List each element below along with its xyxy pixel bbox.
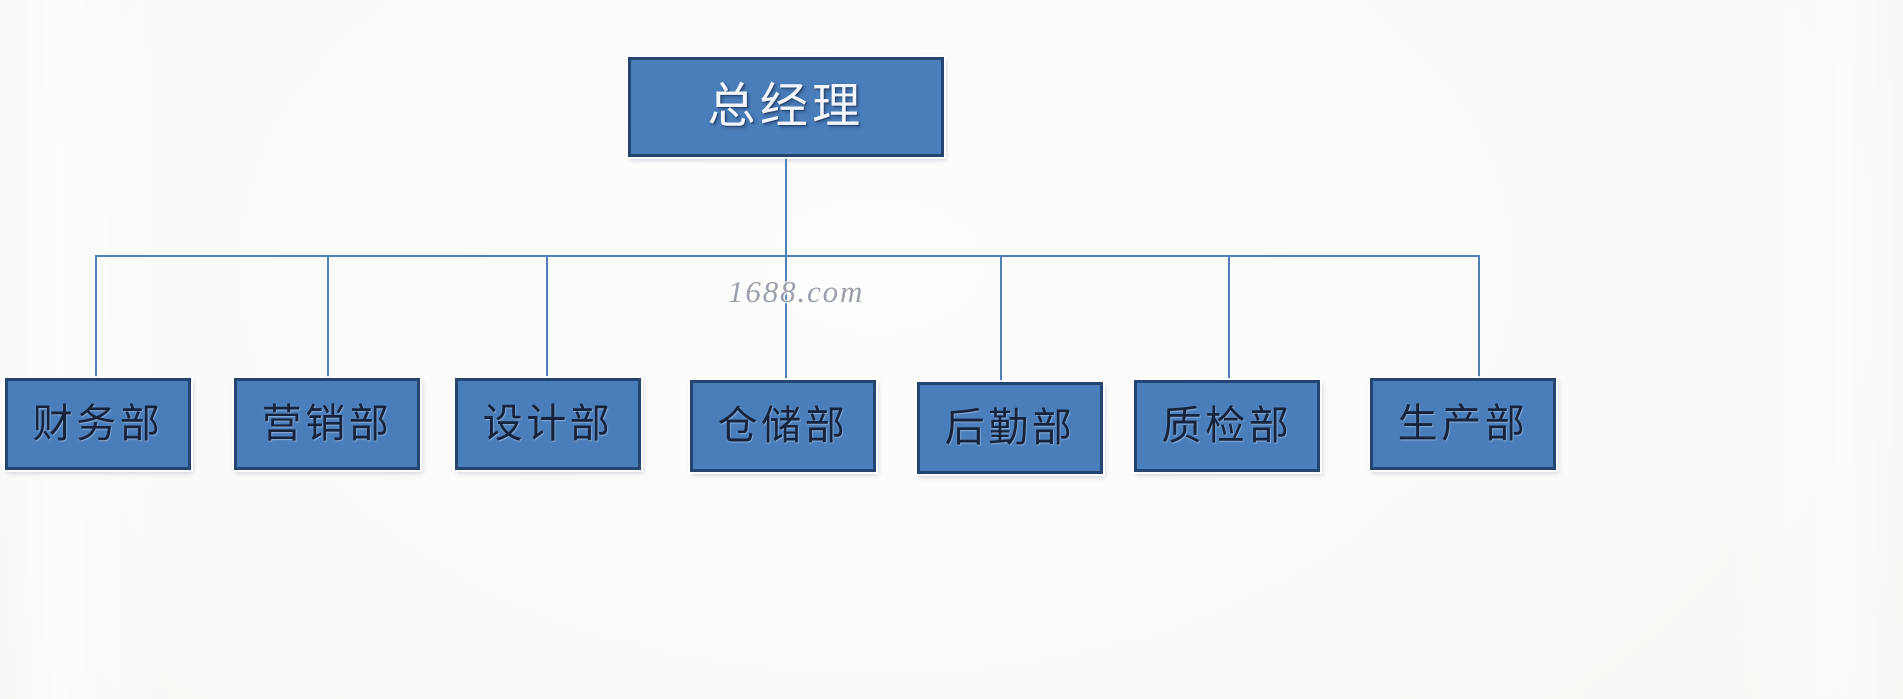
connector-drop-marketing xyxy=(327,255,329,379)
org-node-label: 营销部 xyxy=(261,401,393,446)
org-node-label: 财务部 xyxy=(32,401,164,446)
org-node-quality[interactable]: 质检部 xyxy=(1134,380,1320,472)
watermark-text: 1688.com xyxy=(728,274,865,309)
org-node-warehouse[interactable]: 仓储部 xyxy=(690,380,876,472)
org-node-label: 仓储部 xyxy=(717,403,849,448)
connector-drop-design xyxy=(546,255,548,379)
org-node-marketing[interactable]: 营销部 xyxy=(234,378,420,470)
connector-drop-quality xyxy=(1228,255,1230,381)
org-node-label: 总经理 xyxy=(707,80,865,133)
connector-drop-finance xyxy=(95,255,97,379)
connector-drop-logistics xyxy=(1000,255,1002,383)
org-node-logistics[interactable]: 后勤部 xyxy=(917,382,1103,474)
org-node-label: 设计部 xyxy=(482,401,614,446)
org-node-label: 后勤部 xyxy=(944,405,1076,450)
connector-horizontal-bus xyxy=(95,255,1480,257)
org-node-finance[interactable]: 财务部 xyxy=(5,378,191,470)
connector-drop-production xyxy=(1478,255,1480,379)
connector-drop-warehouse xyxy=(785,255,787,381)
org-node-label: 质检部 xyxy=(1161,403,1293,448)
connector-root-stem xyxy=(785,157,787,257)
org-node-production[interactable]: 生产部 xyxy=(1370,378,1556,470)
org-node-general-manager[interactable]: 总经理 xyxy=(628,57,944,157)
org-node-design[interactable]: 设计部 xyxy=(455,378,641,470)
org-node-label: 生产部 xyxy=(1397,401,1529,446)
